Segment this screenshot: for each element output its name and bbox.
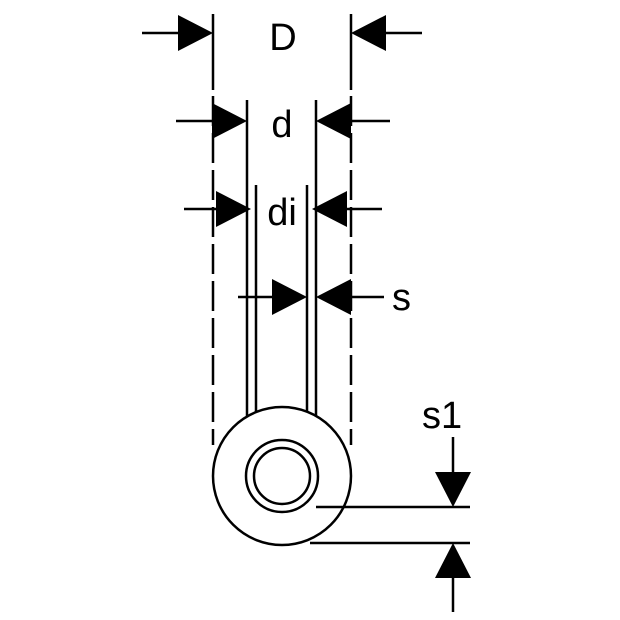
dimension-D: D [142, 14, 422, 90]
arrowhead-d-right [316, 103, 351, 139]
arrowhead-di-right [312, 191, 347, 227]
dimension-d: d [176, 100, 390, 185]
arrowhead-di-left [216, 191, 251, 227]
label-D: D [269, 17, 296, 59]
arrowhead-D-left [178, 15, 213, 51]
pipe-cross-section [211, 405, 353, 547]
label-di: di [267, 192, 297, 234]
arrowhead-d-left [212, 103, 247, 139]
projection-lines-outer [211, 96, 353, 445]
arrowhead-s1-top [435, 472, 471, 507]
dimension-s1: s1 [310, 395, 471, 612]
arrowhead-s-left [272, 279, 307, 315]
label-s1: s1 [422, 395, 462, 437]
dimension-s: s [238, 277, 411, 319]
label-s: s [392, 277, 411, 319]
arrowhead-s1-bottom [435, 543, 471, 578]
inner-circle [252, 446, 312, 506]
arrowhead-s-right [316, 279, 351, 315]
arrowhead-D-right [351, 15, 386, 51]
label-d: d [271, 104, 292, 146]
